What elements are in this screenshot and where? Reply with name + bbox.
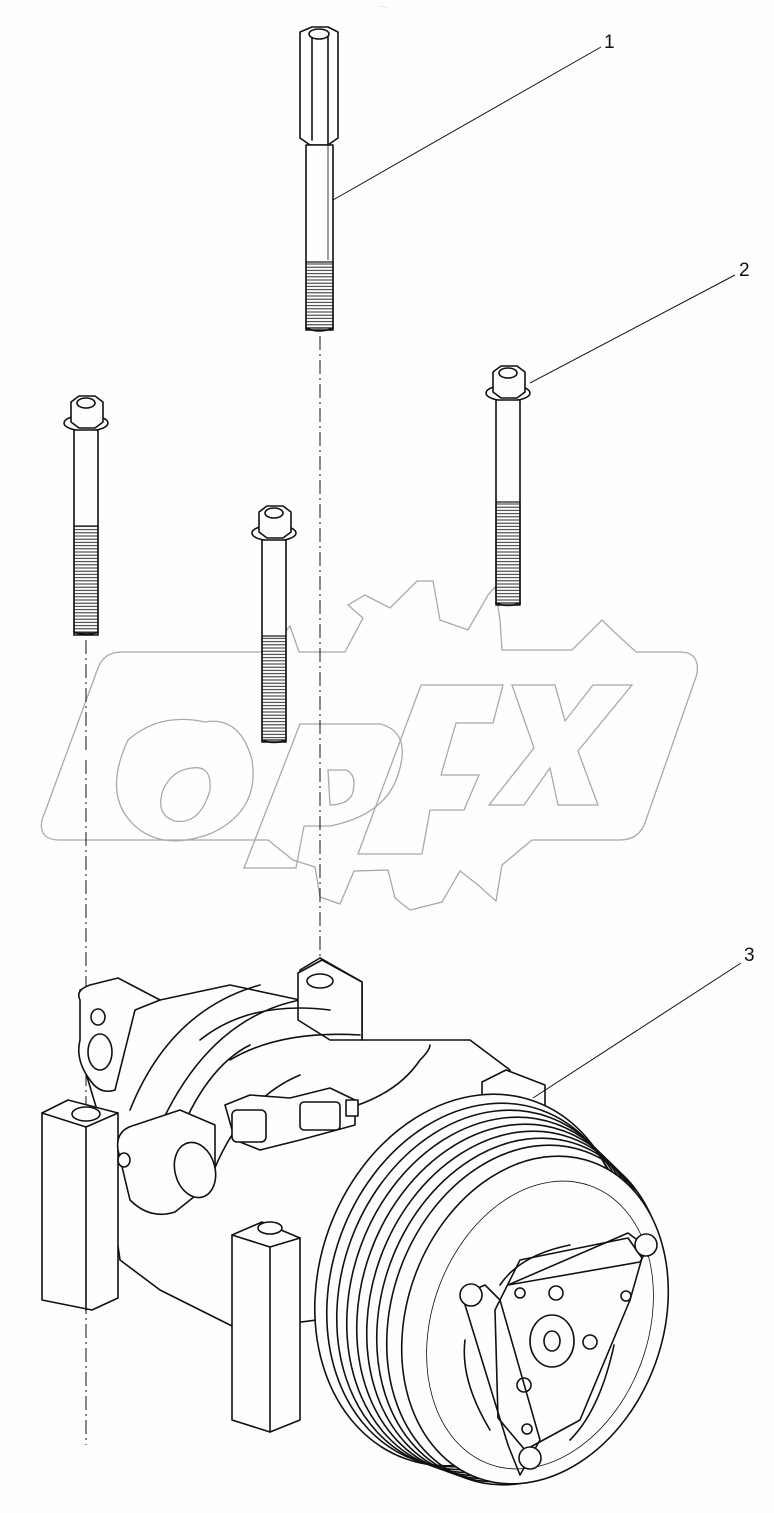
- part-2-bolt-left: [63, 395, 109, 636]
- leader-lines: [332, 46, 742, 1099]
- center-lines: [85, 336, 321, 1445]
- part-2-bolt-middle: [251, 505, 297, 744]
- header-mark: ~ ..: [381, 4, 387, 9]
- opex-watermark: [40, 580, 699, 911]
- callout-1: 1: [604, 32, 615, 53]
- part-3-compressor: [41, 957, 670, 1486]
- clutch-plate: [459, 1232, 658, 1476]
- callout-2: 2: [739, 260, 750, 281]
- part-1-spacer-stud: [299, 26, 339, 332]
- part-2-bolt-right: [485, 365, 531, 607]
- callout-3: 3: [744, 945, 755, 966]
